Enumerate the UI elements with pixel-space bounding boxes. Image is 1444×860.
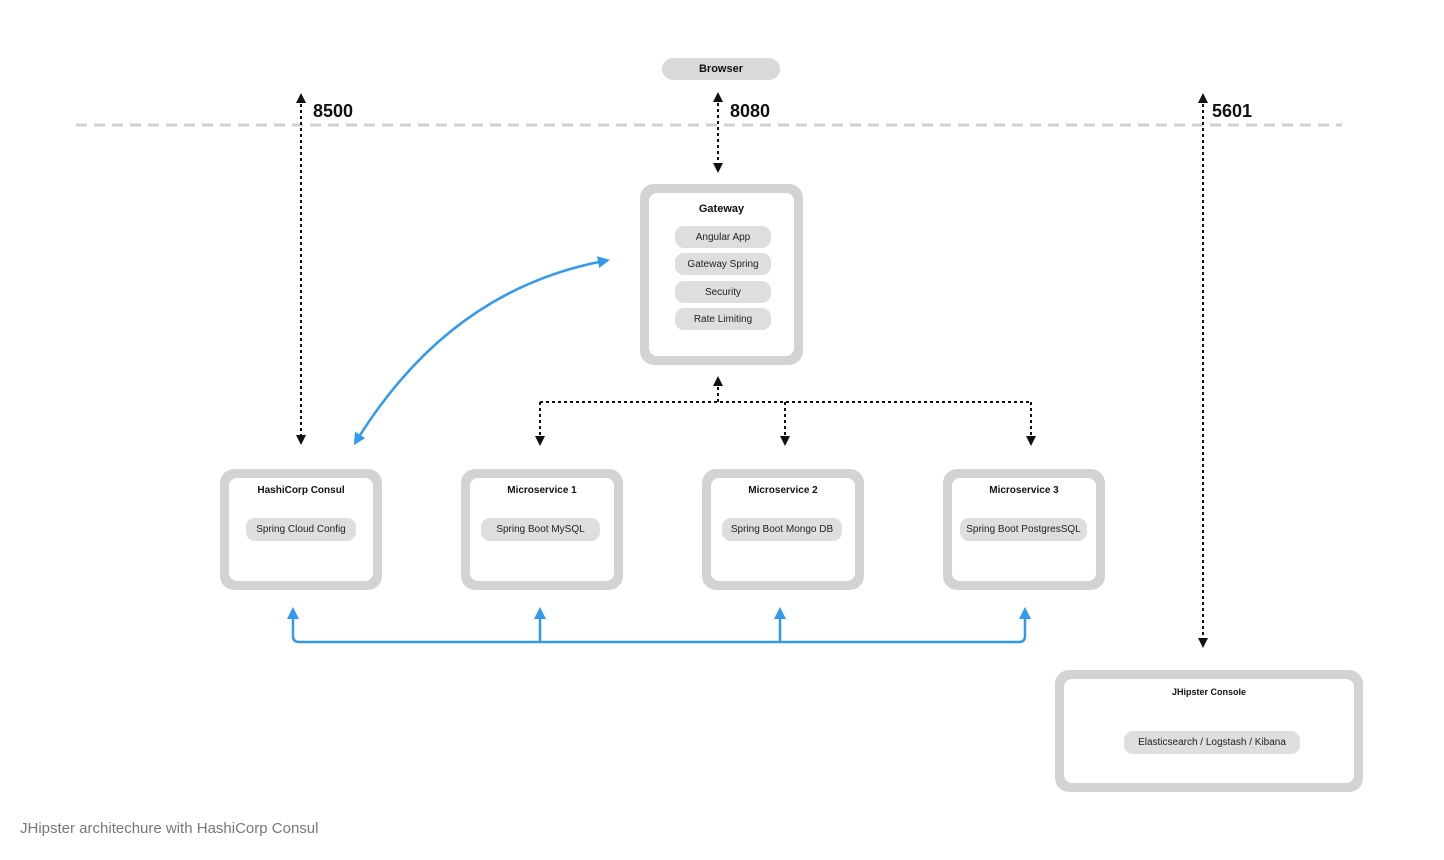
port-label-console: 5601 [1212,101,1253,121]
port-label-consul: 8500 [313,101,354,121]
gateway-box: Gateway Angular App Gateway Spring Secur… [640,184,803,365]
consul-box: HashiCorp Consul Spring Cloud Config [220,469,382,590]
gateway-item-rate-limiting: Rate Limiting [675,308,771,330]
microservice-1-box: Microservice 1 Spring Boot MySQL [461,469,623,590]
microservice-1-item: Spring Boot MySQL [481,518,600,541]
microservice-3-box: Microservice 3 Spring Boot PostgresSQL [943,469,1105,590]
gateway-item-gateway-spring: Gateway Spring [675,253,771,275]
microservice-1-title: Microservice 1 [507,485,577,496]
consul-title: HashiCorp Consul [257,485,345,496]
jhipster-console-item: Elasticsearch / Logstash / Kibana [1124,731,1300,754]
diagram-caption: JHipster architechure with HashiCorp Con… [20,820,319,837]
microservice-2-item: Spring Boot Mongo DB [722,518,842,541]
microservice-2-box: Microservice 2 Spring Boot Mongo DB [702,469,864,590]
port-label-gateway: 8080 [730,101,771,121]
microservice-2-title: Microservice 2 [748,485,818,496]
consul-gateway-curve [353,256,610,446]
browser-label: Browser [698,63,744,75]
consul-item: Spring Cloud Config [246,518,356,541]
microservice-3-item: Spring Boot PostgresSQL [960,518,1087,541]
service-registry-bus [287,607,1031,644]
gateway-item-angular-app: Angular App [675,226,771,248]
microservice-3-title: Microservice 3 [989,485,1059,496]
browser-pill: Browser [662,58,780,80]
jhipster-console-box: JHipster Console Elasticsearch / Logstas… [1055,670,1363,792]
gateway-title: Gateway [698,203,745,215]
jhipster-console-title: JHipster Console [1171,687,1247,697]
gateway-item-security: Security [675,281,771,303]
